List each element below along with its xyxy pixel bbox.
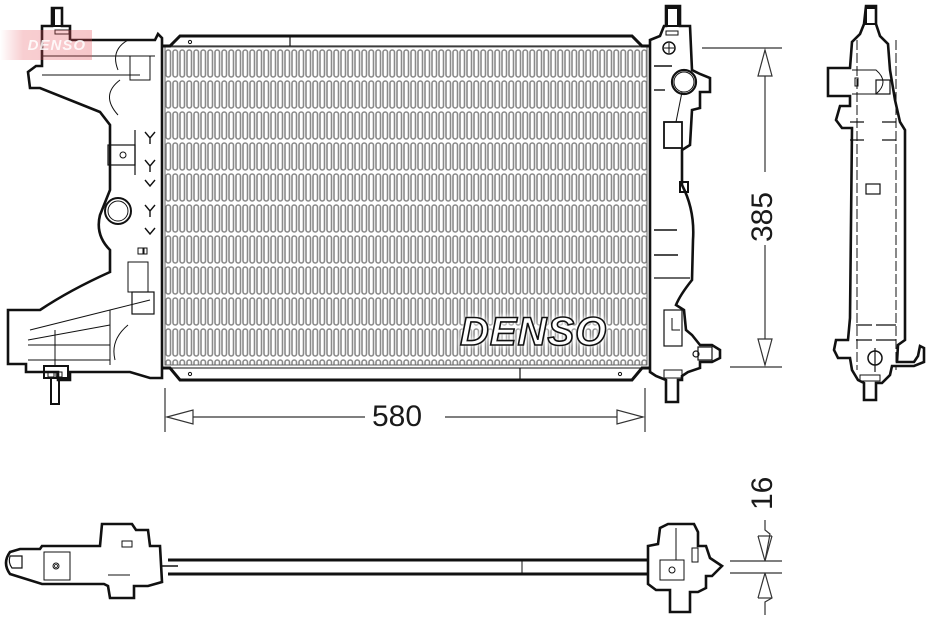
dimension-lines-top [730,520,782,615]
top-header [160,34,652,48]
top-view [4,522,725,614]
width-dimension-label: 580 [372,400,423,433]
watermark-logo: DENSO [0,30,92,60]
left-tank [6,6,164,405]
dimension-lines-front [164,47,782,432]
thickness-dimension-label: 16 [746,476,779,510]
front-view [6,4,722,405]
radiator-core [164,46,648,366]
right-tank [648,4,722,404]
side-view [826,4,926,402]
bottom-header [160,366,652,382]
height-dimension-label: 385 [746,191,779,242]
brand-logo: DENSO [459,310,608,354]
